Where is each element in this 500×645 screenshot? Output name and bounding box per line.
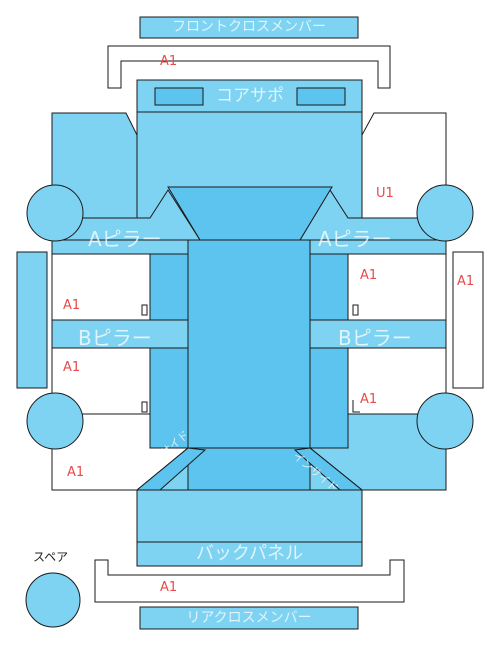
- code-left-front-door: A1: [63, 298, 81, 313]
- left-front-door-handle: [141, 304, 148, 316]
- code-right-rear-door: A1: [360, 392, 378, 407]
- spare-tire[interactable]: [25, 572, 81, 628]
- rear-floor[interactable]: [136, 489, 363, 543]
- spare-label: スペア: [33, 550, 69, 564]
- code-front-cross-member: A1: [160, 54, 178, 69]
- roof-panel[interactable]: [187, 239, 311, 449]
- rear-window[interactable]: [187, 447, 311, 491]
- code-front-right-fender: U1: [376, 186, 394, 201]
- left-headlight: [154, 87, 204, 106]
- front-cross-member-panel[interactable]: [139, 16, 359, 39]
- back-panel-label: バックパネル: [195, 543, 304, 564]
- rear-cross-member-panel[interactable]: [139, 606, 359, 630]
- left-front-door[interactable]: [51, 253, 151, 321]
- right-front-door-handle: [352, 304, 359, 316]
- right-side-rail[interactable]: [309, 253, 349, 449]
- code-left-rear-door: A1: [63, 360, 81, 375]
- code-right-rocker: A1: [457, 274, 475, 289]
- front-bumper-outline[interactable]: [107, 45, 391, 89]
- a-pillar-left-label: Aピラー: [88, 227, 162, 251]
- a-pillar-right-label: Aピラー: [318, 227, 392, 251]
- right-front-tire[interactable]: [416, 184, 474, 242]
- b-pillar-right-label: Bピラー: [338, 326, 412, 350]
- rear-bumper-outline[interactable]: [94, 559, 405, 603]
- b-pillar-left-label: Bピラー: [78, 326, 152, 350]
- code-left-quarter: A1: [67, 465, 85, 480]
- right-front-fender-outline[interactable]: [361, 112, 447, 219]
- left-front-tire[interactable]: [26, 184, 84, 242]
- right-rear-door-handle: [352, 400, 360, 413]
- left-rocker-panel[interactable]: [16, 251, 48, 389]
- front-cross-member-label: フロントクロスメンバー: [172, 19, 326, 35]
- left-b-pillar[interactable]: [51, 319, 189, 349]
- right-b-pillar[interactable]: [309, 319, 447, 349]
- right-rocker-outline[interactable]: [452, 251, 484, 389]
- rear-cross-member-label: リアクロスメンバー: [186, 610, 312, 626]
- code-right-front-door: A1: [360, 268, 378, 283]
- code-rear-cross-member: A1: [160, 580, 178, 595]
- left-side-rail[interactable]: [149, 253, 189, 449]
- right-headlight: [296, 87, 346, 106]
- back-panel[interactable]: [136, 541, 363, 567]
- right-front-door[interactable]: [347, 253, 447, 321]
- right-rear-tire[interactable]: [416, 392, 474, 450]
- core-support-label: コアサポ: [216, 86, 284, 106]
- left-rear-door-handle: [141, 401, 148, 413]
- left-rear-tire[interactable]: [26, 392, 84, 450]
